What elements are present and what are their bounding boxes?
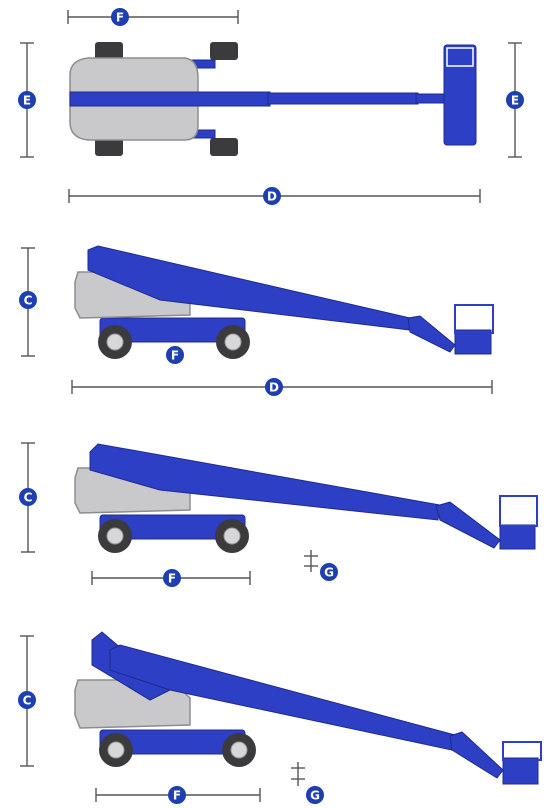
top-boom-base [69,91,271,107]
badge-f-raised-label: F [168,572,176,586]
raised-jib [435,501,501,549]
badge-e-left-label: E [23,94,31,108]
badge-e-right-label: E [511,94,519,108]
badge-g-raised: G [320,563,338,581]
dim-d-top: D [68,187,481,205]
badge-c-stowed: C [19,291,37,309]
dim-g-elevated: G [291,762,324,804]
top-view [69,42,477,156]
badge-d-side: D [265,378,283,396]
dim-e-left: E [18,42,36,158]
top-wheel-front-left [95,42,123,60]
top-platform-rail [446,47,474,67]
raised-boom [89,443,441,521]
side-view-raised [74,443,538,553]
dim-c-raised: C [19,442,37,553]
dim-c-elevated: C [18,635,36,767]
raised-platform-rail [499,495,538,527]
top-boom-mid [267,92,419,105]
top-boom-tip [415,93,447,104]
elevated-platform [502,757,539,785]
badge-c-stowed-label: C [24,294,33,308]
badge-c-elevated: C [18,691,36,709]
raised-platform [499,524,536,550]
badge-g-elevated: G [306,786,324,804]
elevated-platform-rail [502,741,542,761]
elevated-jib [449,731,504,779]
badge-d-top: D [263,187,281,205]
stowed-platform-rail [454,304,494,334]
badge-c-elevated-label: C [23,694,32,708]
dim-f-top: F [67,8,239,26]
dim-f-elevated: F [95,786,261,804]
dim-g-raised: G [304,550,338,581]
dim-c-stowed: C [19,247,37,357]
badge-f-top: F [111,8,129,26]
top-wheel-rear-left [95,138,123,156]
stowed-wheel-front [98,325,132,359]
badge-f-stowed-label: F [171,349,179,363]
badge-c-raised-label: C [24,491,33,505]
stowed-boom [87,245,411,331]
stowed-jib [407,315,456,353]
dim-d-side: D [71,378,493,396]
badge-f-elevated: F [168,786,186,804]
badge-e-left: E [18,91,36,109]
badge-f-raised: F [163,569,181,587]
badge-f-top-label: F [116,11,124,25]
dim-e-right: E [506,42,524,158]
top-wheel-front-right [210,42,238,60]
badge-f-elevated-label: F [173,789,181,803]
side-view-stowed [74,245,494,359]
top-platform [443,44,477,146]
dim-f-raised: F [91,569,251,587]
badge-d-top-label: D [267,190,277,204]
badge-g-raised-label: G [324,566,334,580]
badge-d-side-label: D [269,381,279,395]
badge-e-right: E [506,91,524,109]
elevated-wheel-rear [222,733,256,767]
side-view-elevated [74,631,542,785]
badge-g-elevated-label: G [310,789,320,803]
top-wheel-rear-right [210,138,238,156]
raised-wheel-rear [215,519,249,553]
stowed-wheel-rear [216,325,250,359]
elevated-wheel-front [99,733,133,767]
badge-f-stowed: F [166,346,184,364]
raised-wheel-front [98,519,132,553]
badge-c-raised: C [19,488,37,506]
